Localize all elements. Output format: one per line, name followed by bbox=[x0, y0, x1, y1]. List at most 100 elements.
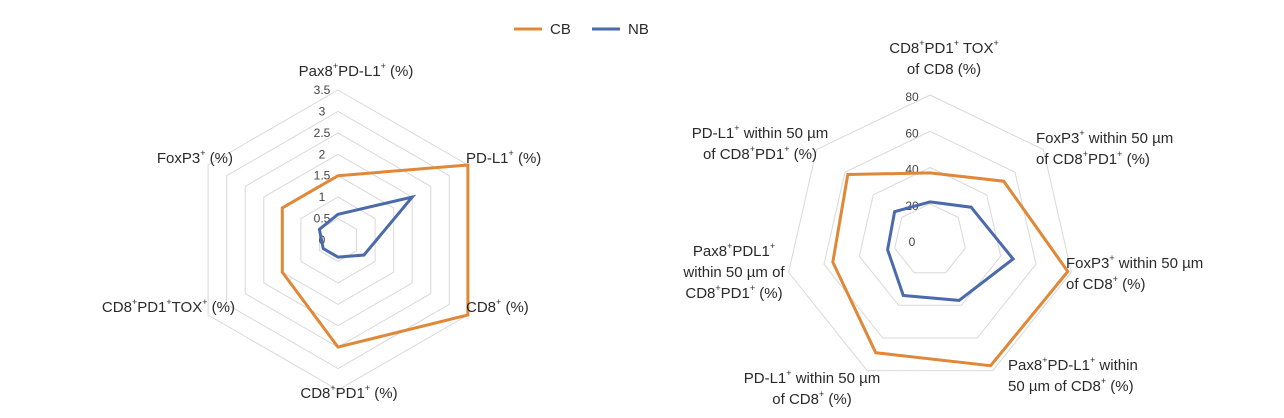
axis-label-part: (%) bbox=[1118, 276, 1146, 293]
series-cb bbox=[280, 163, 470, 349]
axis-label-part: (%) bbox=[370, 385, 398, 402]
axis-label-part: (%) bbox=[1122, 151, 1150, 168]
axis-label-part: PD1 bbox=[755, 146, 784, 163]
axis-label-superscript: + bbox=[132, 297, 137, 307]
series-nb bbox=[317, 194, 417, 259]
axis-label-part: Pax8 bbox=[299, 63, 333, 80]
axis-label-part: PD-L1 bbox=[1047, 357, 1090, 374]
axis-label-superscript: + bbox=[381, 61, 386, 71]
axis-label-part: (%) bbox=[755, 285, 783, 302]
axis-label-part: FoxP3 bbox=[1036, 130, 1079, 147]
tick-label: 3.5 bbox=[314, 83, 331, 97]
axis-label-superscript: + bbox=[333, 61, 338, 71]
axis-label-part: Pax8 bbox=[693, 243, 727, 260]
axis-label-part: PDL1 bbox=[732, 243, 770, 260]
grid-ring bbox=[244, 132, 432, 348]
axis-label-part: within bbox=[1095, 357, 1138, 374]
axis-label: Pax8+​PD-L1+​ (%) bbox=[299, 61, 414, 80]
tick-label: 2 bbox=[319, 147, 326, 161]
axis-label-superscript: + bbox=[715, 283, 720, 293]
axis-label-part: (%) bbox=[789, 146, 817, 163]
axis-label-part: PD-L1 bbox=[692, 125, 735, 142]
axis-label-superscript: + bbox=[1117, 149, 1122, 159]
axis-label: CD8+​ (%) bbox=[466, 297, 529, 316]
axis-label-part: Pax8 bbox=[1008, 357, 1042, 374]
axis-label-part: (%) bbox=[501, 299, 529, 316]
axis-label-superscript: + bbox=[750, 283, 755, 293]
axis-label-part: of CD8 bbox=[772, 391, 819, 408]
grid-ring bbox=[823, 130, 1037, 339]
axis-label-superscript: + bbox=[1079, 128, 1084, 138]
axis-label-superscript: + bbox=[819, 389, 824, 399]
axis-label-part: of CD8 bbox=[1066, 276, 1113, 293]
axis-label-part: (%) bbox=[208, 299, 236, 316]
axis-label-part: PD1 bbox=[137, 299, 166, 316]
axis-label-superscript: + bbox=[1113, 274, 1118, 284]
series-nb bbox=[886, 200, 1016, 302]
axis-label: PD-L1+​ (%) bbox=[466, 148, 541, 167]
axis-label-part: PD1 bbox=[336, 385, 365, 402]
axis-label-part: PD-L1 bbox=[744, 370, 787, 387]
tick-label: 2.5 bbox=[314, 126, 331, 140]
axis-label: CD8+​PD1+​ (%) bbox=[300, 383, 397, 402]
tick-label: 1 bbox=[319, 190, 326, 204]
axis-label-part: (%) bbox=[206, 150, 234, 167]
axis-label-superscript: + bbox=[993, 38, 998, 48]
grid-ring bbox=[300, 196, 376, 284]
axis-label-part: PD-L1 bbox=[338, 63, 381, 80]
axis-label-part: (%) bbox=[1106, 378, 1134, 395]
axis-label-part: within 50 µm bbox=[792, 370, 881, 387]
axis-label-part: (%) bbox=[514, 150, 542, 167]
tick-label: 80 bbox=[905, 90, 919, 104]
axis-label-part: (%) bbox=[824, 391, 852, 408]
axis-label-part: within 50 µm bbox=[1085, 130, 1174, 147]
axis-label-part: CD8 bbox=[102, 299, 132, 316]
axis-label-part: PD1 bbox=[721, 285, 750, 302]
axis-label-part: CD8 bbox=[685, 285, 715, 302]
axis-label: CD8+​PD1+​TOX+​ (%) bbox=[102, 297, 235, 316]
axis-label-part: of CD8 bbox=[703, 146, 750, 163]
axis-label-superscript: + bbox=[1042, 355, 1047, 365]
axis-label-superscript: + bbox=[330, 383, 335, 393]
axis-label-part: FoxP3 bbox=[1066, 255, 1109, 272]
tick-label: 60 bbox=[905, 126, 919, 140]
axis-label-part: of CD8 (%) bbox=[907, 61, 981, 78]
axis-label-part: TOX bbox=[172, 299, 203, 316]
axis-label-part: FoxP3 bbox=[157, 150, 200, 167]
axis-label-superscript: + bbox=[166, 297, 171, 307]
tick-label: 3 bbox=[319, 104, 326, 118]
legend-label-cb: CB bbox=[550, 21, 571, 38]
axis-label-superscript: + bbox=[734, 123, 739, 133]
axis-label-part: 50 µm of CD8 bbox=[1008, 378, 1101, 395]
axis-label-superscript: + bbox=[954, 38, 959, 48]
axis-label-superscript: + bbox=[1090, 355, 1095, 365]
axis-label-superscript: + bbox=[200, 148, 205, 158]
grid-ring bbox=[858, 166, 1002, 306]
axis-label-superscript: + bbox=[919, 38, 924, 48]
axis-label-superscript: + bbox=[202, 297, 207, 307]
axis-label-superscript: + bbox=[365, 383, 370, 393]
axis-label-superscript: + bbox=[1109, 253, 1114, 263]
axis-label-part: PD1 bbox=[1088, 151, 1117, 168]
axis-label-superscript: + bbox=[496, 297, 501, 307]
legend: CB NB bbox=[514, 21, 649, 38]
tick-label: 1.5 bbox=[314, 169, 331, 183]
axis-label-superscript: + bbox=[1101, 376, 1106, 386]
axis-label-superscript: + bbox=[770, 241, 775, 251]
axis-label-part: within 50 µm bbox=[740, 125, 829, 142]
axis-label-superscript: + bbox=[727, 241, 732, 251]
axis-label-part: CD8 bbox=[300, 385, 330, 402]
axis-label-superscript: + bbox=[786, 368, 791, 378]
axis-label: FoxP3+​ (%) bbox=[157, 148, 233, 167]
axis-label-part: within 50 µm bbox=[1115, 255, 1204, 272]
legend-label-nb: NB bbox=[628, 21, 649, 38]
grid-ring bbox=[894, 203, 966, 274]
